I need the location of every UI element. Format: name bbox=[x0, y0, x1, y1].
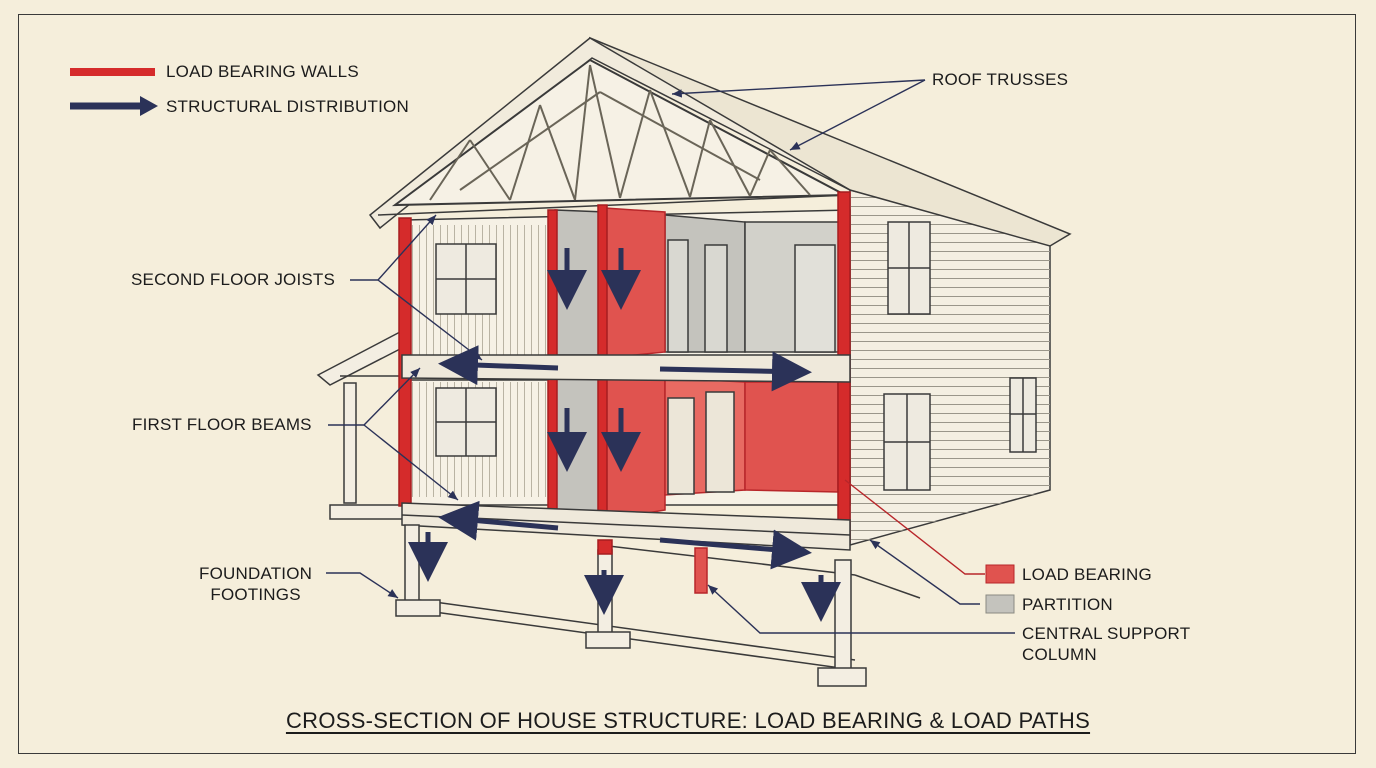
legend-load-bearing-walls-label: LOAD BEARING WALLS bbox=[166, 62, 359, 81]
arrow-right-upper bbox=[659, 351, 812, 392]
leader-lines bbox=[326, 79, 1015, 634]
second-floor-joists-label: SECOND FLOOR JOISTS bbox=[131, 270, 336, 289]
porch bbox=[316, 330, 411, 520]
diagram-title: CROSS-SECTION OF HOUSE STRUCTURE: LOAD B… bbox=[0, 708, 1376, 734]
foundation bbox=[395, 524, 921, 687]
arrow-left-upper bbox=[438, 345, 559, 386]
legend-load-bearing-swatch bbox=[70, 68, 155, 76]
central-support-column-line1: CENTRAL SUPPORT bbox=[1022, 624, 1191, 643]
arrow-right-lower bbox=[659, 529, 812, 570]
legend bbox=[70, 68, 158, 116]
central-support-column-label: CENTRAL SUPPORT COLUMN bbox=[1022, 624, 1190, 666]
diagram-title-text: CROSS-SECTION OF HOUSE STRUCTURE: LOAD B… bbox=[285, 708, 1091, 733]
key-load-bearing-swatch bbox=[985, 564, 1015, 584]
page-border bbox=[18, 14, 1356, 754]
roof-trusses bbox=[391, 58, 849, 207]
arrow-left-lower bbox=[438, 500, 559, 541]
central-support-column-line2: COLUMN bbox=[1022, 645, 1097, 665]
foundation-footings-line1: FOUNDATION bbox=[199, 564, 313, 583]
key-load-bearing-label: LOAD BEARING bbox=[1022, 565, 1152, 584]
first-floor-beams-label: FIRST FLOOR BEAMS bbox=[132, 415, 312, 434]
roof-trusses-label: ROOF TRUSSES bbox=[932, 70, 1069, 89]
load-arrows bbox=[408, 248, 841, 622]
key-partition-label: PARTITION bbox=[1022, 595, 1113, 614]
roof bbox=[368, 36, 1072, 247]
key-partition-swatch bbox=[985, 594, 1015, 614]
load-bearing-leader bbox=[844, 479, 985, 575]
foundation-footings-label: FOUNDATION FOOTINGS bbox=[199, 564, 312, 606]
legend-structural-distribution-label: STRUCTURAL DISTRIBUTION bbox=[166, 97, 409, 116]
side-wall bbox=[849, 189, 1051, 546]
foundation-footings-line2: FOOTINGS bbox=[210, 585, 301, 605]
